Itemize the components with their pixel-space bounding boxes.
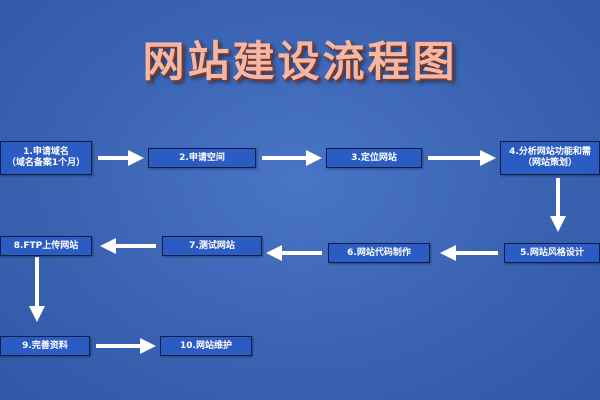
step-label: 7.测试网站: [189, 240, 235, 251]
step-label: 4.分析网站功能和需: [509, 147, 591, 157]
step-9-complete-info: 9.完善资料: [0, 336, 90, 356]
step-label: 9.完善资料: [22, 340, 68, 351]
step-6-code-development: 6.网站代码制作: [328, 243, 430, 263]
step-label: 10.网站维护: [180, 340, 232, 351]
step-label: 3.定位网站: [351, 152, 397, 163]
step-3-position-site: 3.定位网站: [326, 148, 422, 168]
step-2-apply-space: 2.申请空间: [148, 148, 256, 168]
step-label: 2.申请空间: [179, 152, 225, 163]
step-7-test-site: 7.测试网站: [162, 236, 262, 256]
step-label: 8.FTP上传网站: [13, 240, 79, 251]
step-sub: （网站策划）: [522, 158, 577, 168]
step-label: 1.申请域名: [23, 147, 69, 157]
step-5-style-design: 5.网站风格设计: [504, 243, 600, 263]
step-10-site-maintenance: 10.网站维护: [160, 336, 252, 356]
step-label: 5.网站风格设计: [520, 247, 584, 258]
step-1-apply-domain: 1.申请域名 （域名备案1个月）: [0, 141, 92, 175]
step-sub: （域名备案1个月）: [6, 158, 86, 168]
step-8-ftp-upload: 8.FTP上传网站: [0, 236, 92, 256]
step-4-analyze-functions: 4.分析网站功能和需 （网站策划）: [500, 141, 600, 175]
diagram-title: 网站建设流程图: [142, 37, 458, 86]
step-label: 6.网站代码制作: [347, 247, 411, 258]
